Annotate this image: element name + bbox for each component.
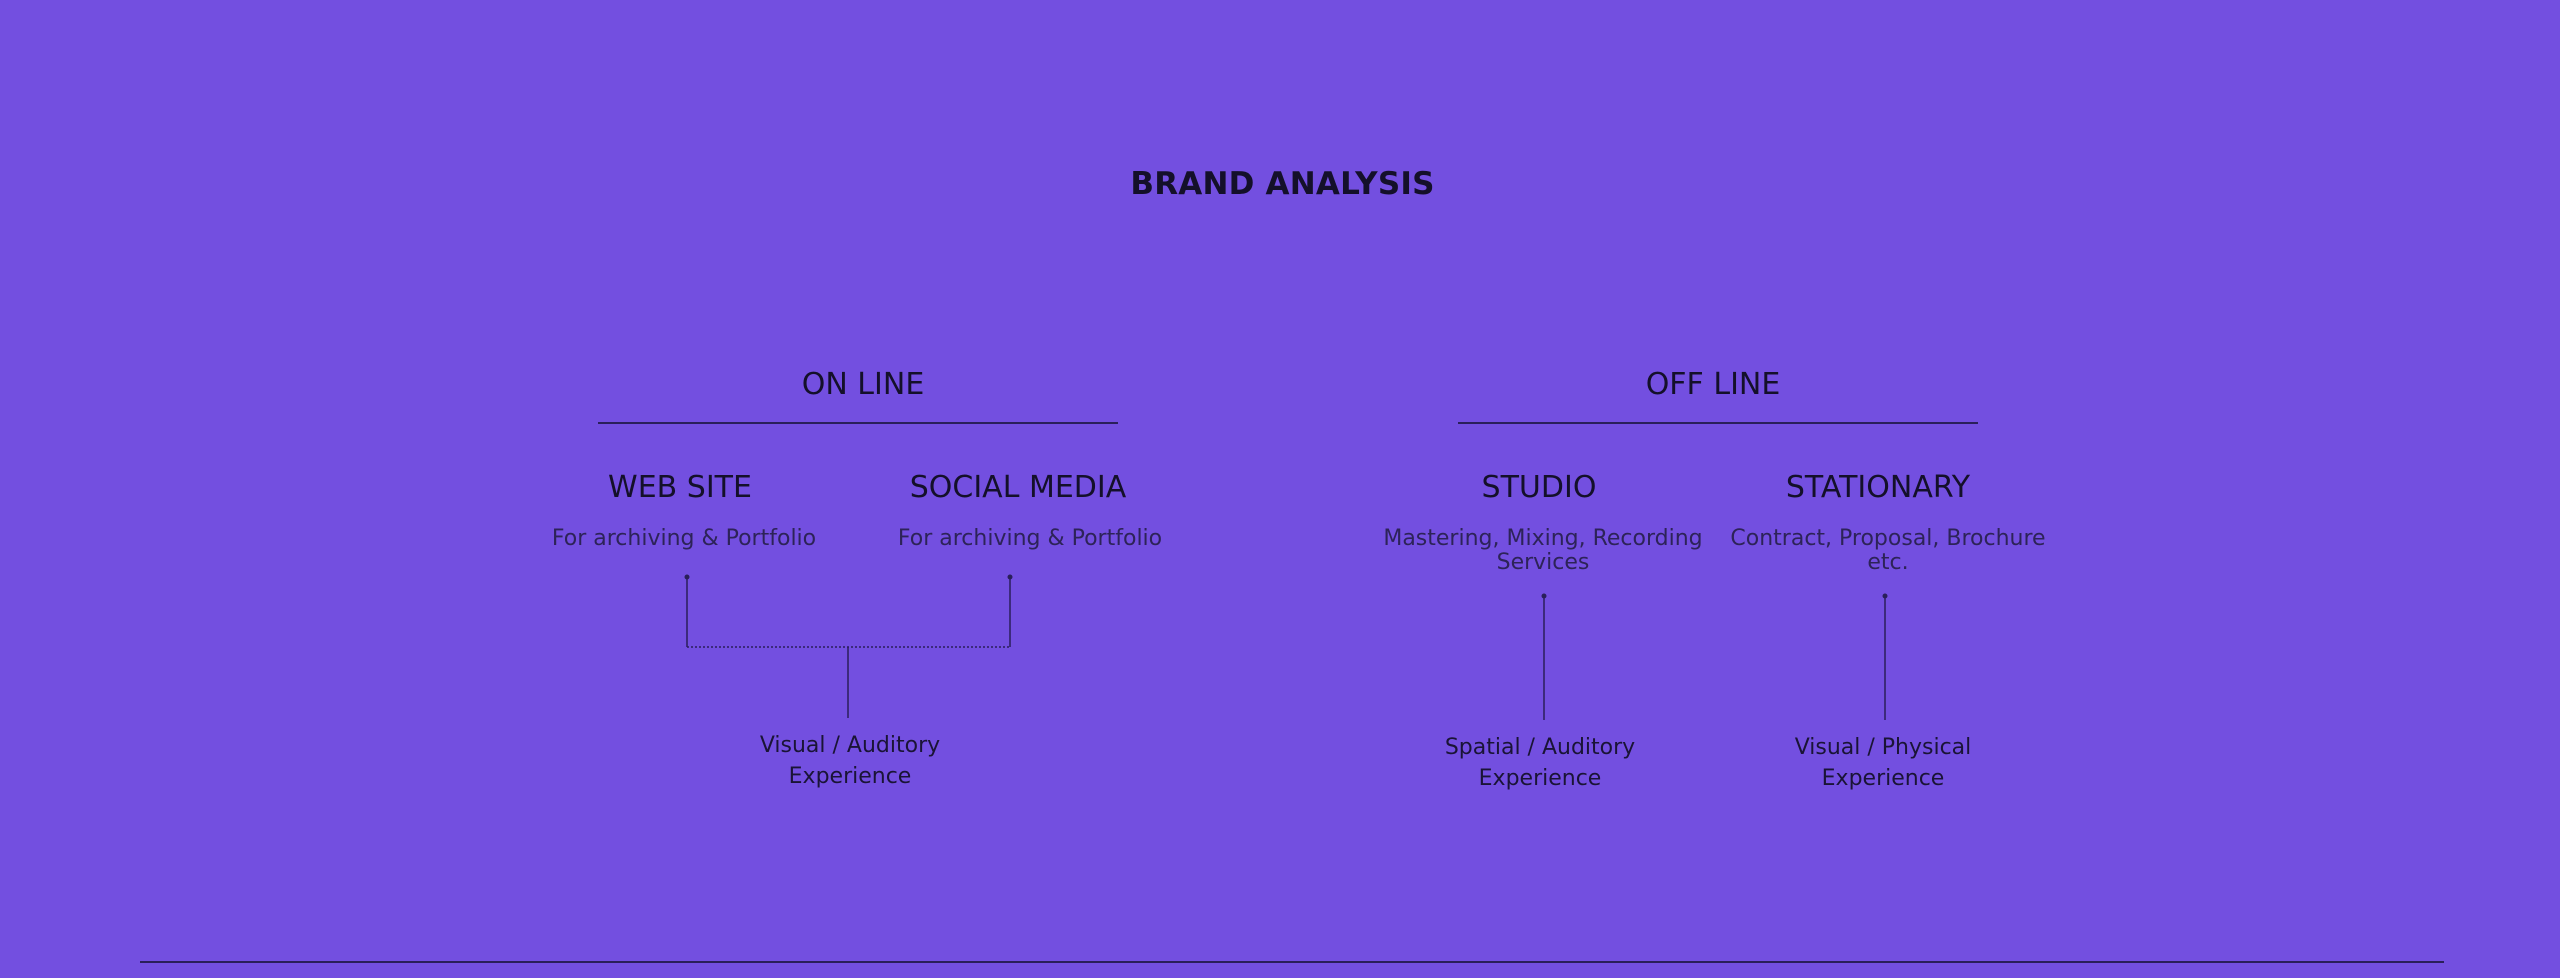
stationary-experience-line1: Visual / Physical [1794, 735, 1972, 760]
stationary-heading: STATIONARY [1785, 470, 1971, 505]
studio-experience-line2: Experience [1478, 766, 1602, 791]
online-heading: ON LINE [801, 367, 925, 402]
studio-description: Mastering, Mixing, Recording Services [1363, 527, 1723, 575]
studio-experience-line1: Spatial / Auditory [1444, 735, 1636, 760]
bottom-divider [140, 961, 2444, 963]
page-title: BRAND ANALYSIS [1130, 166, 1435, 202]
online-experience: Visual / Auditory Experience [700, 730, 1000, 792]
studio-experience: Spatial / Auditory Experience [1390, 732, 1690, 794]
studio-description-line1: Mastering, Mixing, Recording [1383, 526, 1703, 551]
studio-heading: STUDIO [1481, 470, 1597, 505]
website-description: For archiving & Portfolio [551, 526, 817, 551]
website-heading: WEB SITE [608, 470, 752, 505]
stationary-description-line2: etc. [1867, 550, 1909, 575]
social-media-heading: SOCIAL MEDIA [909, 470, 1127, 505]
online-divider [598, 422, 1118, 424]
stationary-experience-line2: Experience [1821, 766, 1945, 791]
online-experience-line1: Visual / Auditory [759, 733, 941, 758]
online-experience-line2: Experience [788, 764, 912, 789]
social-media-description: For archiving & Portfolio [897, 526, 1163, 551]
offline-heading: OFF LINE [1645, 367, 1781, 402]
studio-description-line2: Services [1496, 550, 1590, 575]
stationary-description-line1: Contract, Proposal, Brochure [1730, 526, 2046, 551]
stationary-experience: Visual / Physical Experience [1733, 732, 2033, 794]
stationary-description: Contract, Proposal, Brochure etc. [1708, 527, 2068, 575]
offline-divider [1458, 422, 1978, 424]
